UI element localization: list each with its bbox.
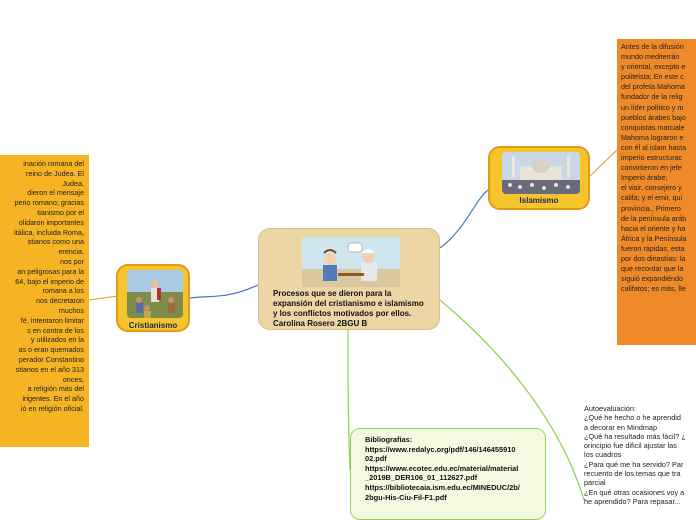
- line-cristianismo-to-note: [88, 295, 119, 301]
- islamismo-note-line: el visir, consejero y: [621, 183, 682, 193]
- islamismo-note-line: conquistas marciale: [621, 122, 685, 132]
- islamismo-note-line: Imperio árabe;: [621, 173, 668, 183]
- autoevaluacion-line: parcial: [584, 478, 606, 488]
- cristianismo-topic[interactable]: Cristianismo: [116, 264, 190, 332]
- autoevaluacion-line: ¿Qué ha resultado más fácil? ¿: [584, 431, 686, 441]
- islamismo-note-line: Mahoma lograron e: [621, 132, 684, 142]
- islamismo-note-line: Antes de la difusión: [621, 42, 684, 51]
- autoevaluacion-line: los cuadros: [584, 450, 622, 460]
- cristianismo-note-line: inación romana del: [23, 159, 84, 168]
- cristianismo-label: Cristianismo: [128, 321, 178, 330]
- cristianismo-note-line: nos por: [60, 256, 84, 266]
- islamismo-note-line: hacia el oriente y ha: [621, 223, 686, 233]
- autoevaluacion-line: ¿En qué otras ocasiones voy a: [584, 487, 685, 497]
- islamismo-note-line: imperio estructurac: [621, 153, 683, 163]
- islamismo-note-line: califa; y el emir, qui: [621, 193, 683, 203]
- islamismo-note-line: convirtieron en jefe: [621, 163, 682, 173]
- islamismo-note-line: África y la Península: [621, 233, 687, 243]
- islamismo-note-line: pueblos árabes bajo: [621, 112, 686, 122]
- central-title-line: Carolina Rosero 2BGU B: [273, 319, 368, 328]
- islamismo-note-line: provincia., Primero: [621, 203, 681, 213]
- autoevaluacion-line: he aprendido? Para repasar...: [584, 496, 681, 506]
- line-to-cristianismo: [189, 284, 259, 299]
- cristianismo-note-line: nos decretaron: [36, 296, 84, 306]
- cristianismo-image: [127, 270, 183, 318]
- islamismo-topic[interactable]: Islamismo: [488, 146, 590, 210]
- cristianismo-note-line: romana a los: [42, 286, 84, 296]
- bibliografia-line: 2bgu-His-Ciu-Fil-F1.pdf: [365, 492, 447, 502]
- bibliografia-line: https://bibliotecaia.ism.edu.ec/MINEDUC/…: [365, 482, 520, 492]
- islamismo-image: [502, 152, 580, 194]
- islamismo-note-line: siguió expandiéndo: [621, 274, 683, 284]
- cristianismo-note-line: dieron el mensaje: [27, 188, 84, 198]
- cristianismo-note-line: stianos en el año 313: [15, 364, 84, 374]
- cristianismo-note-line: stianos como una: [27, 237, 84, 247]
- islamismo-note-line: que recordar que la: [621, 264, 684, 274]
- cristianismo-note-line: s en contra de los: [27, 325, 84, 335]
- cristianismo-note-line: itálica, incluida Roma,: [14, 227, 84, 237]
- bibliografia-line: _2019B_DER106_01_112627.pdf: [365, 473, 478, 483]
- islamismo-note-line: fueron rápidas, esta: [621, 243, 685, 253]
- line-to-autoevaluacion: [439, 299, 585, 501]
- cristianismo-note-line: as o eran quemados: [18, 345, 84, 355]
- islamismo-note-line: mundo mediterrán: [621, 52, 680, 62]
- autoevaluacion-line: ¿Qué he hecho o he aprendid: [584, 413, 681, 423]
- cristianismo-note-line: reino de Judea. El: [26, 168, 84, 178]
- bibliografia-line: https://www.redalyc.org/pdf/146/14645591…: [365, 444, 516, 454]
- cristianismo-note-line: erencia.: [58, 247, 84, 257]
- central-title-line: Procesos que se dieron para la: [273, 289, 392, 298]
- islamismo-note-line: politeísta; En este c: [621, 72, 684, 82]
- cristianismo-note-line: muchos: [58, 305, 84, 315]
- central-title-line: y los conflictos motivados por ellos.: [273, 309, 412, 318]
- cristianismo-note-line: perio romano; gracias: [14, 198, 84, 208]
- autoevaluacion-line: a decorar en Mindmap: [584, 422, 658, 432]
- islamismo-note-line: un líder político y m: [621, 102, 684, 112]
- line-islamismo-to-note: [589, 149, 618, 177]
- line-to-bibliografia: [347, 329, 351, 471]
- central-image: [302, 237, 400, 287]
- cristianismo-note-line: a religión más del: [27, 384, 84, 394]
- central-title-line: expansión del cristianismo e islamismo: [273, 299, 424, 308]
- autoevaluacion-line: ¿Para qué me ha servido? Par: [584, 459, 684, 469]
- cristianismo-note-line: Judea,: [62, 178, 84, 188]
- bibliografia-line: https://www.ecotec.edu.ec/material/mater…: [365, 463, 519, 473]
- cristianismo-note-line: olidaron importantes: [18, 217, 84, 227]
- cristianismo-note-line: onces,: [62, 374, 84, 384]
- islamismo-note-line: de la península aráb: [621, 213, 687, 223]
- islamismo-note-line: por dos dinastías: la: [621, 253, 686, 263]
- autoevaluacion-line: orincipio fue dificil ajustar las: [584, 441, 677, 451]
- bibliografia-node[interactable]: Bibliografías:https://www.redalyc.org/pd…: [350, 428, 546, 520]
- islamismo-note-line: fundador de la relig: [621, 92, 683, 102]
- islamismo-note-line: y oriental, excepto e: [621, 62, 686, 72]
- cristianismo-note-line: tianismo por el: [37, 207, 84, 217]
- cristianismo-note-line: perador Constantino: [18, 354, 84, 364]
- cristianismo-note-line: fé, intentaron limitar: [20, 315, 84, 325]
- cristianismo-note-line: ió en religión oficial.: [20, 403, 84, 413]
- line-to-islamismo: [439, 189, 489, 249]
- cristianismo-note-line: 64, bajo el imperio de: [15, 276, 84, 286]
- cristianismo-note-line: an peligrosas para la: [17, 266, 84, 276]
- autoevaluacion-line: Autoevaluación:: [584, 404, 636, 413]
- bibliografia-line: Bibliografías:: [365, 435, 413, 444]
- islamismo-label: Islamismo: [519, 196, 559, 205]
- cristianismo-note-line: y utilizados en la: [30, 335, 84, 345]
- autoevaluacion-line: recuento de los temas que tra: [584, 469, 681, 479]
- cristianismo-note-line: irigentes. En el año: [22, 394, 84, 404]
- islamismo-note-line: califatos; es más, lle: [621, 284, 686, 294]
- autoevaluacion-node[interactable]: Autoevaluación:¿Qué he hecho o he aprend…: [584, 404, 696, 520]
- islamismo-note-line: del profeta Mahoma: [621, 82, 685, 92]
- bibliografia-line: 02.pdf: [365, 454, 387, 464]
- islamismo-note-line: con él al islam hasta: [621, 142, 687, 152]
